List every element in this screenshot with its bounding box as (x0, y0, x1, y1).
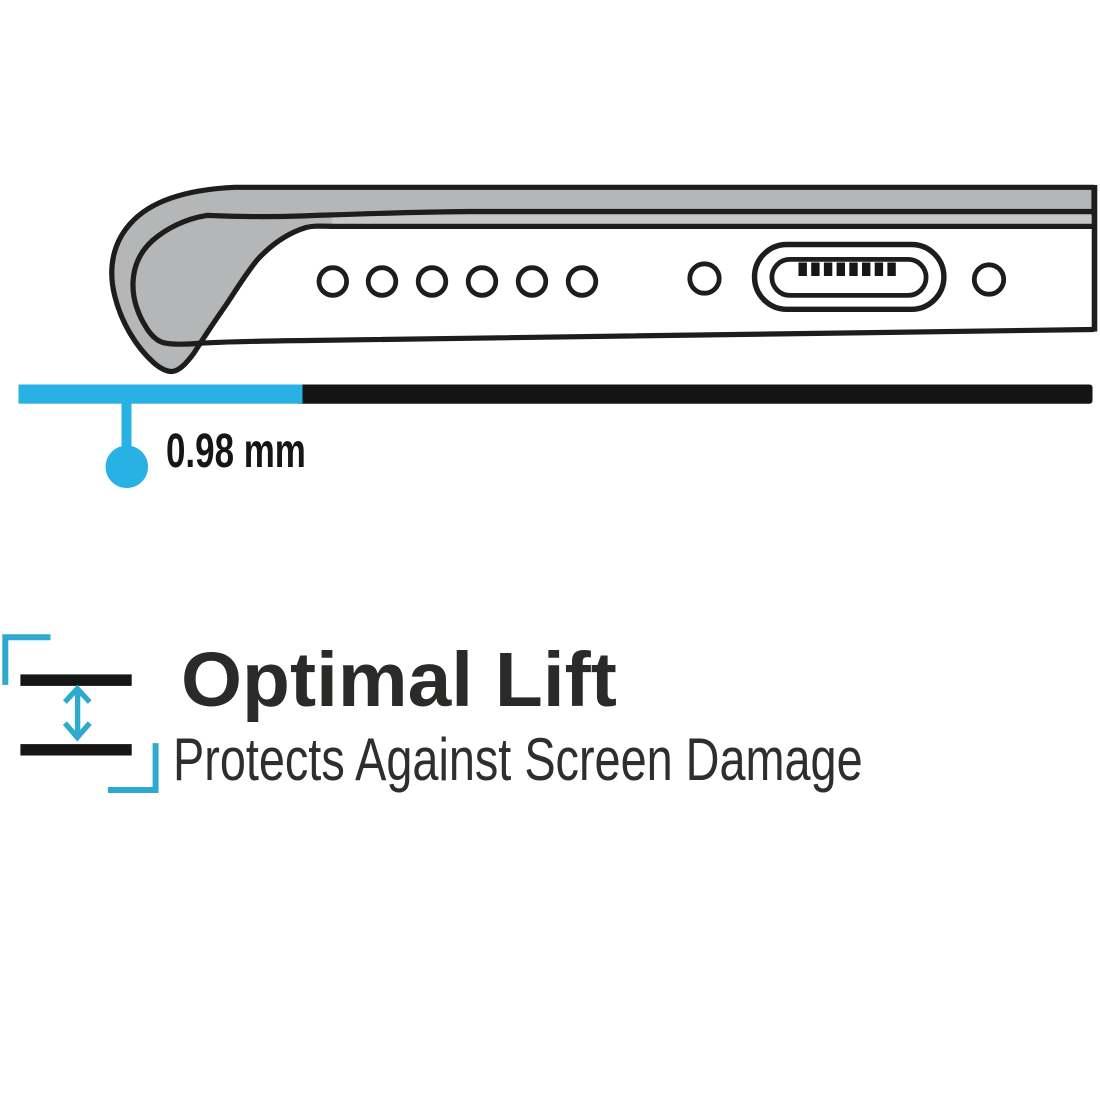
feature-title: Optimal Lift (181, 637, 617, 723)
feature-subtitle: Protects Against Screen Damage (173, 726, 863, 793)
surface-line-black (295, 384, 1093, 404)
speaker-hole (465, 265, 499, 298)
lift-gap-icon (2, 634, 159, 793)
gap-marker-stem (121, 398, 132, 448)
gap-measurement-label: 0.98 mm (166, 424, 306, 478)
port-inner (769, 256, 929, 298)
screen-bar-bottom (20, 744, 132, 756)
bracket-bottom-right-icon (107, 743, 159, 793)
vertical-arrow-icon (62, 684, 92, 742)
case-inner-band (332, 215, 1092, 224)
case-seam-line (130, 208, 1097, 347)
bracket-top-left-icon (2, 634, 51, 685)
charging-port-icon (751, 241, 947, 313)
surface-line-cyan (18, 384, 303, 404)
speaker-hole (515, 265, 549, 298)
gap-marker-dot (105, 445, 149, 489)
speaker-hole (415, 265, 449, 298)
screw-hole-right (971, 262, 1007, 297)
speaker-hole (565, 265, 599, 298)
speaker-hole (316, 265, 350, 298)
surface-line-icon (18, 384, 1093, 404)
speaker-holes-icon (316, 265, 599, 298)
speaker-hole (365, 265, 399, 298)
screw-hole-left (687, 261, 722, 296)
screen-bar-top (20, 674, 132, 686)
case-outline (109, 184, 1097, 375)
gap-marker-icon (105, 398, 149, 489)
port-pins (798, 262, 896, 276)
phone-case-cross-section-icon (18, 184, 1098, 489)
